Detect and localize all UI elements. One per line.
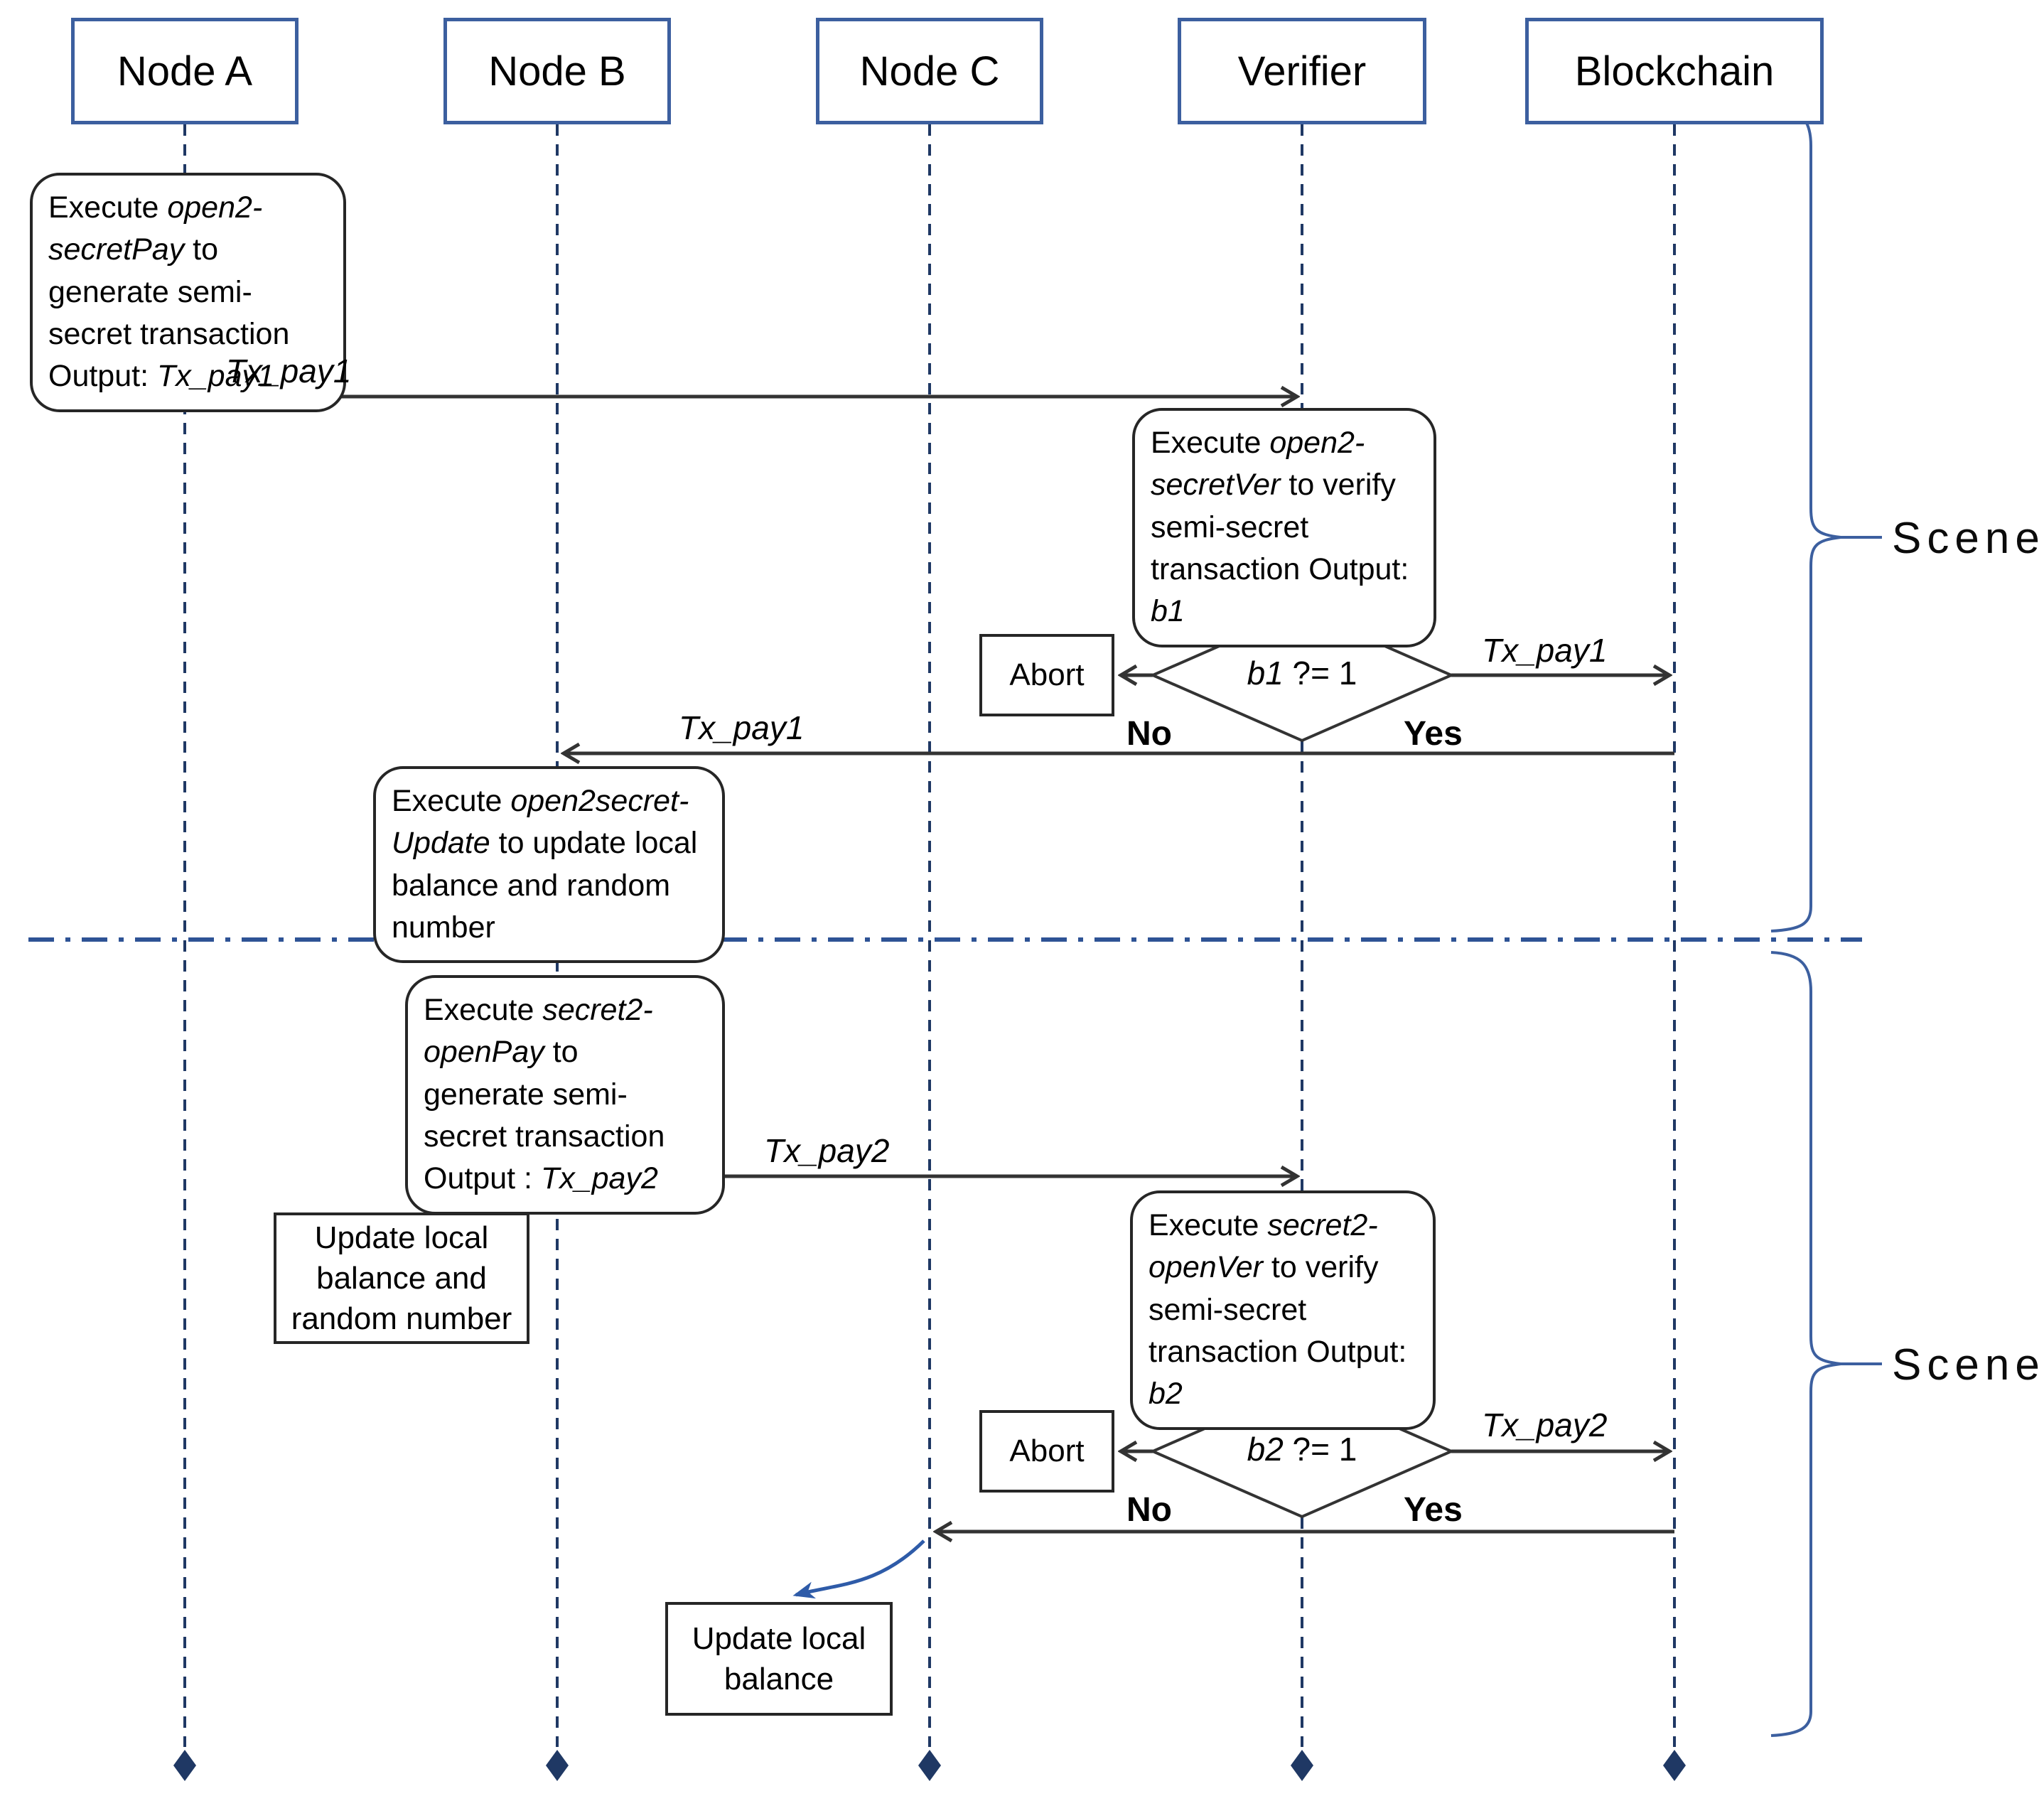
lifeline-label: Verifier (1237, 48, 1367, 95)
terminator-diamond (1291, 1750, 1313, 1781)
abort-text: Abort (1009, 657, 1085, 693)
action-text-italic: secret2-openVer (1149, 1208, 1378, 1285)
message-label-txpay1-a-verifier: Tx_pay1 (226, 353, 352, 389)
yes-label-1: Yes (1404, 715, 1463, 753)
action-box-open2secretver: Execute open2-secretVer to verify semi-s… (1132, 408, 1436, 647)
lifeline-header-node-a: Node A (71, 18, 298, 124)
no-label-1: No (1126, 715, 1172, 753)
lifeline-label: Blockchain (1574, 48, 1775, 95)
condition-op: ?= 1 (1283, 1431, 1357, 1468)
message-label-txpay2-verifier-blockchain: Tx_pay2 (1482, 1407, 1608, 1443)
action-text: Execute (424, 993, 543, 1027)
action-text: Execute (1151, 426, 1270, 460)
message-label-txpay2-b-verifier: Tx_pay2 (764, 1132, 890, 1169)
action-box-secret2openver: Execute secret2-openVer to verify semi-s… (1130, 1190, 1436, 1430)
action-text: Execute (48, 190, 168, 225)
lifeline-label: Node C (859, 48, 1000, 95)
lifeline-terminators (173, 1750, 1686, 1781)
message-label-txpay1-verifier-blockchain: Tx_pay1 (1482, 632, 1608, 669)
condition-var: b1 (1247, 655, 1284, 692)
lifeline-header-verifier: Verifier (1178, 18, 1426, 124)
no-label-2: No (1126, 1491, 1172, 1529)
decision-condition-b1: b1 ?= 1 (1181, 654, 1423, 692)
action-text-italic: open2secret-Update (392, 784, 689, 861)
action-text-italic: b2 (1149, 1377, 1183, 1411)
action-text: to generate semi-secret transaction Outp… (48, 232, 290, 394)
abort-box-2: Abort (979, 1410, 1114, 1493)
scene-1-label: Scene 1 (1892, 514, 2044, 563)
action-box-open2secretupdate: Execute open2secret-Update to update loc… (373, 766, 725, 964)
curve-to-update-box-2 (792, 1539, 925, 1599)
lifeline-label: Node A (117, 48, 253, 95)
update-arrows (466, 1161, 925, 1599)
decision-condition-b2: b2 ?= 1 (1181, 1430, 1423, 1468)
action-box-secret2openpay: Execute secret2-openPay to generate semi… (405, 975, 725, 1215)
scene-2-brace (1770, 951, 1841, 1737)
yes-label-2: Yes (1404, 1491, 1463, 1529)
condition-op: ?= 1 (1283, 655, 1357, 692)
action-box-open2secretpay: Execute open2-secretPay to generate semi… (30, 173, 346, 412)
action-text-italic: b1 (1151, 594, 1185, 629)
action-text: to verify semi-secret transaction Output… (1149, 1250, 1407, 1369)
action-text: Execute (392, 784, 511, 818)
lifeline-header-node-c: Node C (816, 18, 1043, 124)
action-text: Execute (1149, 1208, 1268, 1242)
action-text-italic: open2-secretVer (1151, 426, 1365, 502)
abort-box-1: Abort (979, 634, 1114, 716)
action-text-italic: Tx_pay2 (540, 1161, 658, 1196)
abort-text: Abort (1009, 1434, 1085, 1469)
action-text-italic: Tx_pay1 (156, 359, 274, 394)
message-label-txpay1-blockchain-nodeb: Tx_pay1 (679, 709, 805, 746)
scene-braces (1770, 105, 1882, 1737)
update-text: Update local balance and random number (291, 1220, 512, 1337)
action-text-italic: open2-secretPay (48, 190, 263, 267)
action-text: to update local balance and random numbe… (392, 826, 698, 945)
action-text-italic: secret2-openPay (424, 993, 653, 1070)
terminator-diamond (546, 1750, 569, 1781)
lifeline-header-node-b: Node B (443, 18, 671, 124)
action-text: to generate semi-secret transaction Outp… (424, 1035, 665, 1196)
terminator-diamond (1663, 1750, 1686, 1781)
scene-2-label: Scene 2 (1892, 1340, 2044, 1389)
update-box-node-c: Update local balance (665, 1602, 893, 1716)
scene-1-brace (1770, 105, 1841, 932)
lifeline-label: Node B (488, 48, 626, 95)
lifeline-header-blockchain: Blockchain (1525, 18, 1824, 124)
terminator-diamond (918, 1750, 941, 1781)
condition-var: b2 (1247, 1431, 1284, 1468)
update-text: Update local balance (692, 1620, 866, 1696)
action-text: to verify semi-secret transaction Output… (1151, 468, 1409, 586)
update-box-node-a: Update local balance and random number (274, 1212, 529, 1344)
terminator-diamond (173, 1750, 196, 1781)
